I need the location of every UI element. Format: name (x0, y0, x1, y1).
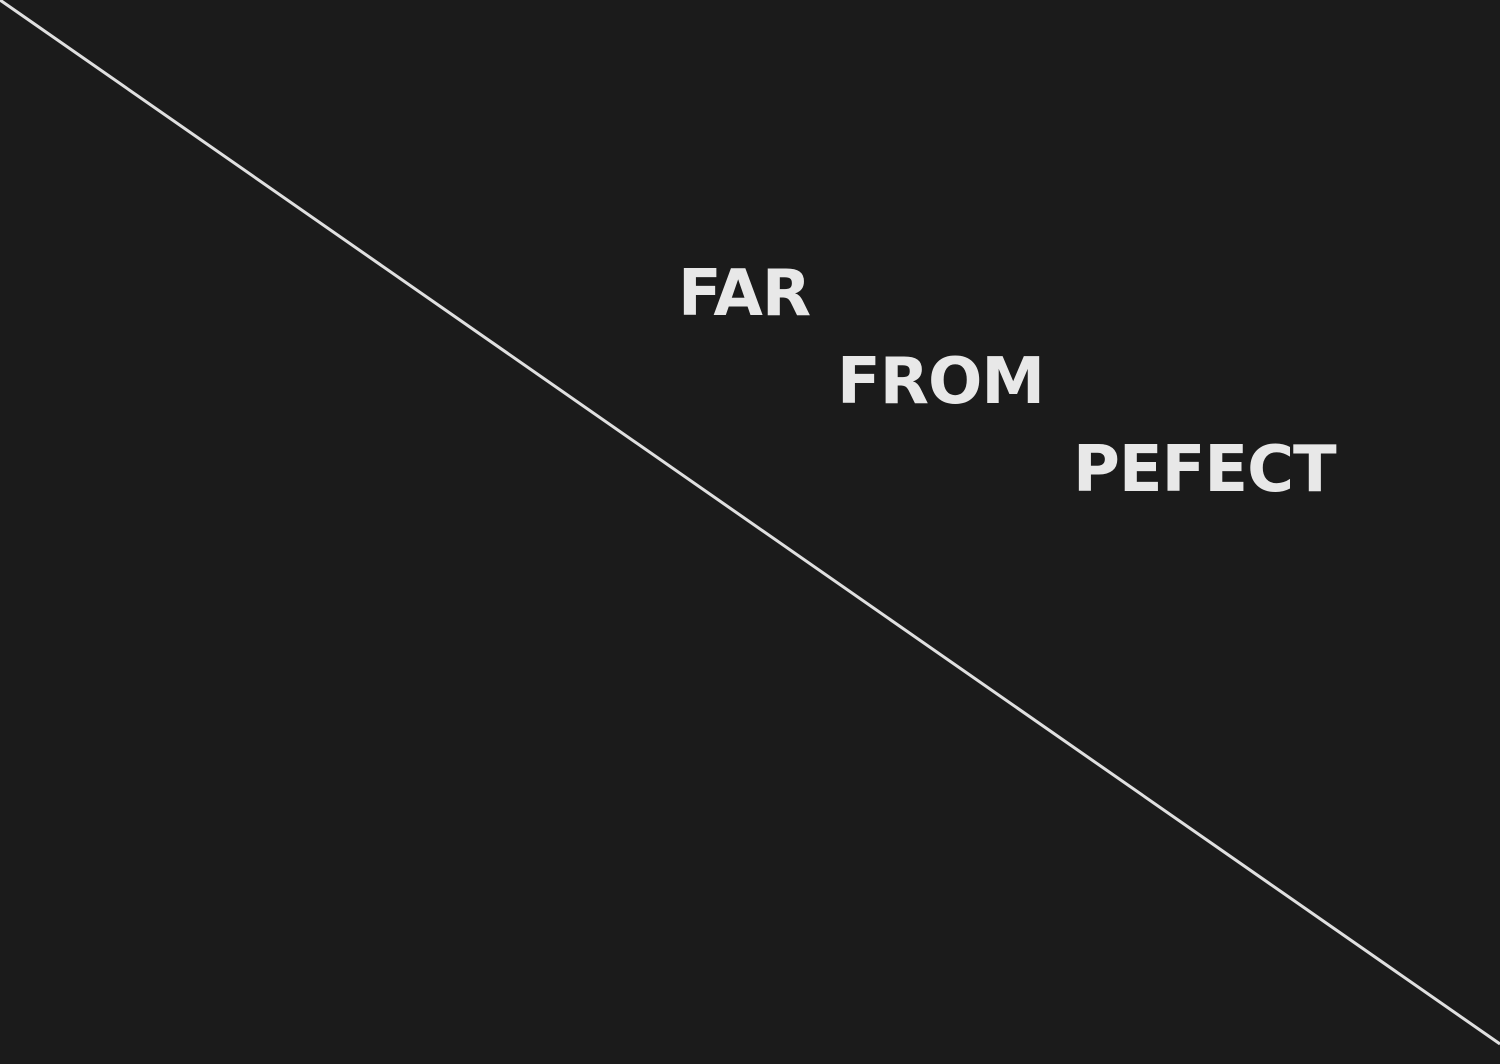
headline-word-far: FAR (678, 257, 811, 331)
headline-word-from: FROM (837, 345, 1045, 419)
headline-word-pefect: PEFECT (1073, 433, 1337, 507)
